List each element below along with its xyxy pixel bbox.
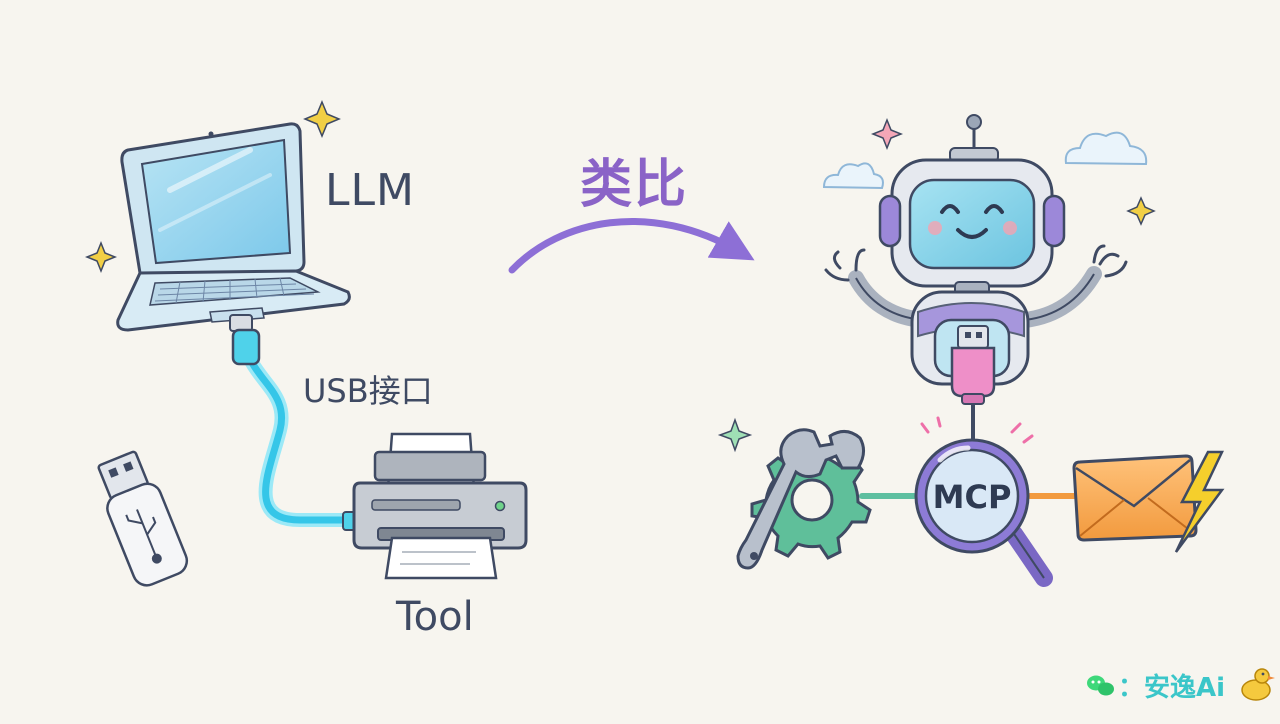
sparkle-icon	[84, 240, 118, 274]
duck-icon	[1241, 668, 1275, 701]
cloud-icon	[1064, 131, 1148, 166]
usb-cable	[229, 314, 362, 531]
analogy-label: 类比	[580, 155, 689, 215]
usb-interface-label: USB接口	[303, 372, 433, 410]
robot-icon	[824, 114, 1128, 446]
sparkle-icon	[717, 417, 753, 453]
mcp-hub	[914, 416, 1053, 587]
watermark: ：安逸Ai	[1086, 668, 1226, 703]
sparkle-icon	[303, 100, 341, 138]
analogy-arrow	[508, 217, 755, 274]
watermark-text: ：安逸Ai	[1118, 672, 1226, 703]
laptop-icon	[116, 122, 351, 332]
wechat-icon	[1087, 675, 1114, 696]
tool-label: Tool	[396, 594, 474, 640]
sparkle-icon	[870, 117, 904, 151]
llm-label: LLM	[325, 165, 415, 216]
usb-drive-icon	[97, 450, 189, 587]
wrench-icon	[736, 428, 865, 570]
sparkle-icon	[1126, 196, 1156, 226]
printer-icon	[352, 432, 528, 580]
lightning-icon	[1174, 450, 1225, 553]
envelope-icon	[1072, 454, 1198, 542]
cloud-icon	[822, 162, 884, 190]
mcp-label: MCP	[933, 478, 1012, 516]
